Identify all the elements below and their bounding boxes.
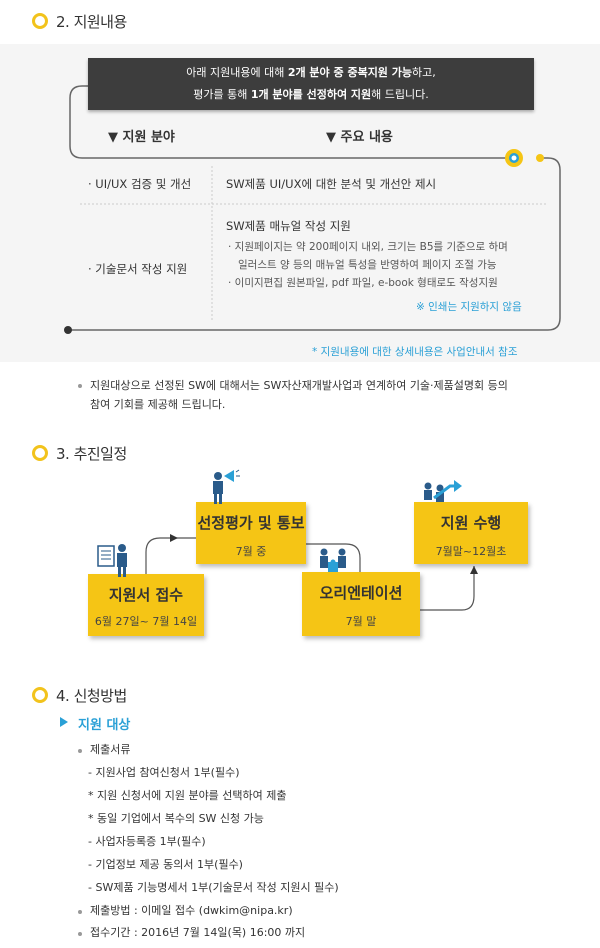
section-title-support: 2. 지원내용 xyxy=(56,13,127,31)
apply-target-heading: 지원 대상 xyxy=(78,718,131,733)
schedule-step-date: 7월 중 xyxy=(235,545,267,558)
schedule-step-application: 지원서 접수 6월 27일~ 7월 14일 xyxy=(88,574,204,636)
content-tech-doc-title: SW제품 매뉴얼 작성 지원 xyxy=(226,219,351,233)
schedule-step-orientation: 오리엔테이션 7월 말 xyxy=(302,572,420,636)
column-header-field: ▼ 지원 분야 xyxy=(108,130,175,145)
content-tech-doc-line: · 이미지편집 원본파일, pdf 파일, e-book 형태로도 작성지원 xyxy=(228,277,498,289)
schedule-step-date: 6월 27일~ 7월 14일 xyxy=(94,615,198,628)
schedule-step-title: 지원 수행 xyxy=(440,514,502,532)
content-tech-doc-line: · 지원페이지는 약 200페이지 내외, 크기는 B5를 기준으로 하며 xyxy=(228,241,508,253)
list-bullet-dot xyxy=(78,932,82,936)
schedule-step-date: 7월 말 xyxy=(345,615,377,628)
content-tech-doc-line: 일러스트 양 등의 매뉴얼 특성을 반영하여 페이지 조절 가능 xyxy=(238,259,497,271)
doc-item: - 사업자등록증 1부(필수) xyxy=(88,835,206,848)
section-title-apply: 4. 신청방법 xyxy=(56,687,127,705)
doc-item: - SW제품 기능명세서 1부(기술문서 작성 지원시 필수) xyxy=(88,881,339,894)
notice-text: 하고, xyxy=(412,66,436,79)
megaphone-person-icon xyxy=(213,469,240,504)
field-uiux: · UI/UX 검증 및 개선 xyxy=(88,177,192,191)
docs-label: 제출서류 xyxy=(90,743,131,756)
flow-line-decoration xyxy=(64,85,561,334)
section-bullet-icon xyxy=(32,13,48,29)
content-uiux: SW제품 UI/UX에 대한 분석 및 개선안 제시 xyxy=(226,177,437,191)
triangle-bullet-icon xyxy=(60,717,68,727)
submit-method: 제출방법 : 이메일 접수 (dwkim@nipa.kr) xyxy=(90,904,293,917)
schedule-step-date: 7월말~12월초 xyxy=(435,545,507,558)
schedule-step-title: 지원서 접수 xyxy=(108,586,184,604)
print-not-supported-note: ※ 인쇄는 지원하지 않음 xyxy=(416,301,522,313)
schedule-step-execution: 지원 수행 7월말~12월초 xyxy=(414,502,528,564)
detail-reference-note: * 지원내용에 대한 상세내용은 사업안내서 참조 xyxy=(312,346,518,358)
submit-period: 접수기간 : 2016년 7월 14일(목) 16:00 까지 xyxy=(90,926,306,939)
list-bullet-dot xyxy=(78,910,82,914)
column-header-content: ▼ 주요 내용 xyxy=(326,130,393,145)
notice-emphasis: 1개 분야를 선정하여 지원 xyxy=(250,88,372,101)
team-puzzle-icon xyxy=(320,548,346,572)
benefit-paragraph-line: 참여 기회를 제공해 드립니다. xyxy=(90,398,226,411)
section-bullet-icon xyxy=(32,445,48,461)
document-person-icon xyxy=(97,544,127,577)
benefit-paragraph: 지원대상으로 선정된 SW에 대해서는 SW자산재개발사업과 연계하여 기술·제… xyxy=(90,376,508,414)
doc-item-note: * 동일 기업에서 복수의 SW 신청 가능 xyxy=(88,812,264,825)
benefit-paragraph-line: 지원대상으로 선정된 SW에 대해서는 SW자산재개발사업과 연계하여 기술·제… xyxy=(90,379,508,392)
notice-emphasis: 2개 분야 중 중복지원 가능 xyxy=(287,66,412,79)
notice-box: 아래 지원내용에 대해 2개 분야 중 중복지원 가능하고, 평가를 통해 1개… xyxy=(88,58,534,110)
section-title-schedule: 3. 추진일정 xyxy=(56,445,127,463)
section-bullet-icon xyxy=(32,687,48,703)
growth-arrow-icon xyxy=(424,480,462,502)
list-bullet-dot xyxy=(78,749,82,753)
doc-item: - 기업정보 제공 동의서 1부(필수) xyxy=(88,858,243,871)
notice-text: 해 드립니다. xyxy=(371,88,429,101)
schedule-step-title: 선정평가 및 통보 xyxy=(197,514,305,532)
schedule-step-evaluation: 선정평가 및 통보 7월 중 xyxy=(196,502,306,564)
field-tech-doc: · 기술문서 작성 지원 xyxy=(88,262,188,276)
doc-item: - 지원사업 참여신청서 1부(필수) xyxy=(88,766,240,779)
notice-text: 평가를 통해 xyxy=(193,88,251,101)
schedule-step-title: 오리엔테이션 xyxy=(319,584,403,602)
doc-item-note: * 지원 신청서에 지원 분야를 선택하여 제출 xyxy=(88,789,287,802)
notice-text: 아래 지원내용에 대해 xyxy=(186,66,288,79)
list-bullet-dot xyxy=(78,384,82,388)
